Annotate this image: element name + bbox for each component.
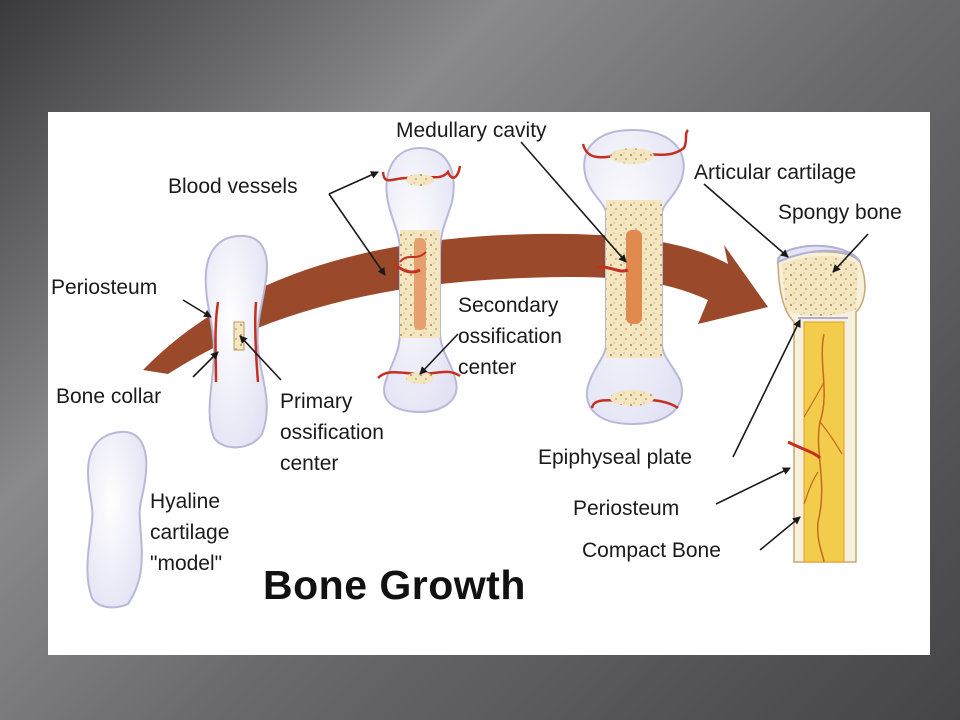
- bone-growth-diagram: [86, 128, 869, 609]
- label-periosteum-right: Periosteum: [573, 497, 680, 520]
- pointer-arrows: [182, 141, 869, 551]
- bone-with-epiphyseal-plates: [581, 128, 690, 426]
- diagram-title: Bone Growth: [263, 562, 526, 608]
- label-spongy-bone: Spongy bone: [778, 201, 902, 224]
- label-hyaline-cartilage-model: Hyaline cartilage "model": [150, 490, 230, 575]
- label-compact-bone: Compact Bone: [582, 539, 721, 562]
- label-medullary-cavity: Medullary cavity: [396, 119, 547, 142]
- bone-secondary-ossification: [377, 146, 462, 414]
- label-blood-vessels: Blood vessels: [168, 175, 298, 198]
- hyaline-cartilage-model: [86, 430, 148, 609]
- label-bone-collar: Bone collar: [56, 385, 162, 408]
- label-primary-ossification-center: Primary ossification center: [280, 390, 384, 475]
- mature-long-bone: [776, 244, 866, 563]
- slide-panel: Medullary cavity Blood vessels Articular…: [48, 112, 930, 655]
- label-articular-cartilage: Articular cartilage: [694, 161, 857, 184]
- label-epiphyseal-plate: Epiphyseal plate: [538, 446, 693, 469]
- label-periosteum-left: Periosteum: [51, 276, 158, 299]
- bone-with-bone-collar: [204, 234, 268, 449]
- label-secondary-ossification-center: Secondary ossification center: [458, 294, 562, 379]
